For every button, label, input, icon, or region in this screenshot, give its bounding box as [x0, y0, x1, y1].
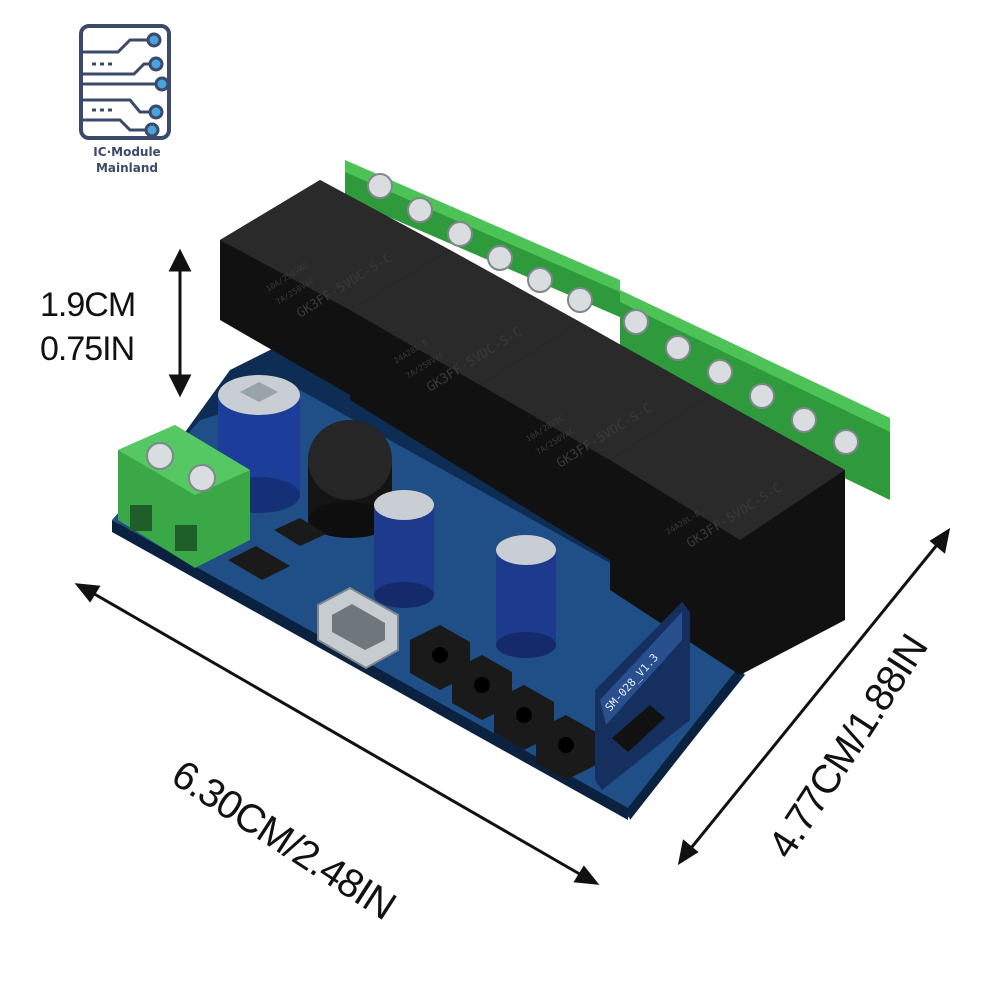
length-dimension-arrow — [74, 583, 600, 885]
height-in: 0.75IN — [40, 330, 135, 368]
relay-4 — [610, 395, 845, 675]
micro-usb-port — [317, 586, 399, 670]
capacitor-middle — [374, 490, 434, 608]
inductor — [308, 420, 392, 538]
height-dimension-label: 1.9CM 0.75IN — [40, 283, 136, 371]
circuit-board-icon — [79, 24, 171, 140]
ic-chip-left — [228, 546, 290, 580]
ic-chip-mid — [274, 518, 326, 546]
push-button-4 — [536, 715, 596, 780]
logo-line-1: IC·Module — [93, 145, 161, 159]
push-buttons — [410, 625, 596, 780]
height-dimension-arrow — [168, 248, 192, 398]
brand-logo: IC·Module Mainland — [72, 24, 182, 184]
power-terminal-block — [118, 425, 250, 568]
width-dimension-arrow — [677, 527, 951, 866]
rear-terminal-screws — [367, 173, 859, 455]
capacitor-right — [496, 535, 556, 658]
logo-line-2: Mainland — [95, 161, 159, 175]
height-cm: 1.9CM — [40, 286, 136, 324]
